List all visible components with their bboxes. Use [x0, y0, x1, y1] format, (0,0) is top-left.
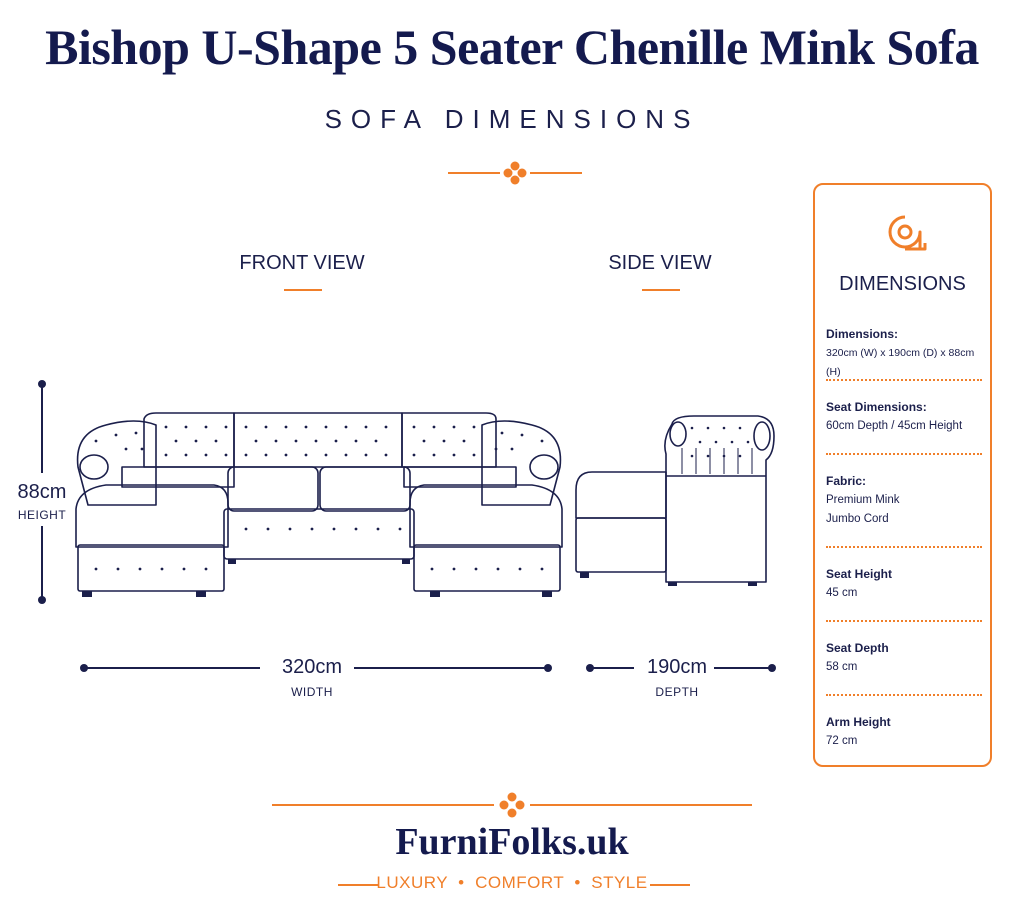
footer-rule-right [530, 804, 752, 806]
spec-separator [826, 453, 982, 455]
spec-fabric: Fabric: Premium Mink Jumbo Cord [826, 474, 986, 529]
width-dimension-line [80, 664, 552, 672]
spec-arm-height: Arm Height 72 cm [826, 715, 986, 751]
spec-label: Seat Height [826, 567, 893, 581]
brand-tagline: LUXURY • COMFORT • STYLE [376, 873, 648, 892]
header-ornament [448, 161, 582, 185]
spec-label: Arm Height [826, 715, 891, 729]
brand-name: FurniFolks.uk [395, 821, 629, 863]
side-view-label: SIDE VIEW [608, 252, 712, 274]
spec-seat-height: Seat Height 45 cm [826, 567, 986, 603]
spec-value: 320cm (W) x 190cm (D) x 88cm (H) [826, 347, 975, 378]
spec-label: Seat Depth [826, 641, 889, 655]
spec-value: 45 cm [826, 587, 858, 599]
depth-dimension-line [586, 664, 776, 672]
spec-value: 58 cm [826, 661, 858, 673]
spec-separator [826, 620, 982, 622]
footer-rule-left [272, 804, 494, 806]
page-subtitle: SOFA DIMENSIONS [324, 104, 700, 134]
spec-value-2: Jumbo Cord [826, 513, 889, 525]
spec-separator [826, 546, 982, 548]
tagline-rule-right [650, 884, 690, 886]
flower-ornament-icon [503, 161, 527, 185]
height-caption: HEIGHT [17, 508, 67, 522]
spec-value: 72 cm [826, 735, 858, 747]
height-dimension-line [38, 380, 46, 604]
spec-separator [826, 694, 982, 696]
tagline-rule-left [338, 884, 378, 886]
spec-label: Seat Dimensions: [826, 400, 927, 414]
height-value: 88cm [17, 481, 67, 503]
spec-value: Premium Mink [826, 494, 900, 506]
side-view-sofa-drawing [575, 415, 775, 586]
width-caption: WIDTH [291, 685, 333, 699]
panel-heading: DIMENSIONS [839, 273, 966, 295]
spec-seat-dimensions: Seat Dimensions: 60cm Depth / 45cm Heigh… [826, 400, 986, 436]
front-view-label: FRONT VIEW [239, 252, 365, 274]
spec-seat-depth: Seat Depth 58 cm [826, 641, 986, 677]
front-view-sofa-drawing [75, 412, 563, 597]
dimensions-panel: DIMENSIONS Dimensions: 320cm (W) x 190cm… [813, 183, 992, 767]
depth-caption: DEPTH [655, 685, 699, 699]
side-view-underline [642, 289, 680, 291]
width-value: 320cm [281, 656, 343, 678]
spec-label: Fabric: [826, 474, 867, 488]
tape-measure-icon [888, 215, 927, 251]
spec-value: 60cm Depth / 45cm Height [826, 420, 963, 432]
depth-value: 190cm [646, 656, 708, 678]
flower-ornament-icon [499, 792, 525, 818]
front-view-underline [284, 289, 322, 291]
spec-label: Dimensions: [826, 327, 899, 341]
spec-dimensions: Dimensions: 320cm (W) x 190cm (D) x 88cm… [826, 327, 986, 382]
page-title: Bishop U-Shape 5 Seater Chenille Mink So… [45, 19, 979, 75]
spec-separator [826, 379, 982, 381]
